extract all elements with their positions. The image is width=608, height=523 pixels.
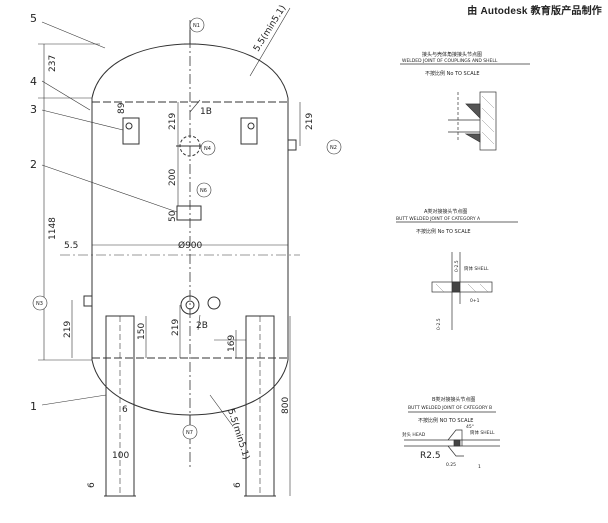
detail2-title-en: BUTT WELDED JOINT OF CATEGORY A	[396, 216, 481, 222]
detail1-title-cn: 接头与壳体角接接头节点图	[422, 51, 482, 58]
dim-6-mid: 6	[122, 405, 128, 415]
lifting-lug-right	[240, 117, 258, 145]
callout-n1: N1	[193, 23, 200, 29]
callout-n4: N4	[204, 146, 211, 152]
detail2-shell-label: 筒体 SHELL	[464, 265, 489, 272]
dim-50: 50	[168, 210, 178, 222]
dim-6-bottom-right: 6	[233, 482, 243, 488]
detail1-title-en: WELDED JOINT OF COUPLINGS AND SHELL	[402, 58, 498, 64]
dim-237: 237	[48, 55, 58, 72]
detail2-scale: 不按比例 No TO SCALE	[416, 228, 471, 235]
dim-diameter: Ø900	[178, 240, 203, 251]
internal-block	[176, 205, 202, 221]
nozzle-n3-stub	[83, 295, 93, 307]
detail3-angle: 45°	[466, 424, 474, 430]
part-number-5: 5	[30, 12, 37, 25]
detail3-scale: 不按比例 NO TO SCALE	[418, 417, 473, 424]
lifting-lug-left	[122, 117, 140, 145]
detail2-gap-side: 0+1	[470, 298, 480, 304]
dim-219-left: 219	[63, 321, 73, 338]
part-number-3: 3	[30, 103, 37, 116]
dim-top-wall: 5.5(min5.1)	[252, 4, 288, 54]
detail3-label-right: 筒体 SHELL	[470, 429, 495, 436]
detail1-scale: 不按比例 No TO SCALE	[425, 70, 480, 77]
part-number-2: 2	[30, 158, 37, 171]
dim-150: 150	[137, 323, 147, 340]
part-number-1: 1	[30, 400, 37, 413]
dim-bottom-wall: 5.5(min5.1)	[225, 408, 251, 461]
dim-800: 800	[281, 397, 291, 414]
dim-100: 100	[112, 451, 129, 461]
dim-89: 89	[117, 102, 127, 114]
detail2-gap-left: 0-2.5	[436, 318, 442, 330]
detail2-gap-top: 0-2.5	[454, 260, 460, 272]
dim-1148: 1148	[48, 217, 58, 240]
dim-shell-wall: 5.5	[64, 241, 78, 251]
callout-n7: N7	[186, 430, 193, 436]
detail-3: B类对接接头节点图 BUTT WELDED JOINT OF CATEGORY …	[402, 396, 500, 470]
callout-n3: N3	[36, 301, 43, 307]
dim-219-top-mid: 219	[168, 113, 178, 130]
detail-1: 接头与壳体角接接头节点图 WELDED JOINT OF COUPLINGS A…	[400, 51, 530, 151]
nozzle-bottom-body	[180, 295, 200, 315]
detail2-title-cn: A类对接接头节点图	[424, 208, 467, 215]
dim-169: 169	[227, 335, 237, 352]
detail-2: A类对接接头节点图 BUTT WELDED JOINT OF CATEGORY …	[396, 208, 518, 330]
callout-2b: 2B	[196, 321, 208, 331]
detail3-title-en: BUTT WELDED JOINT OF CATEGORY B	[408, 405, 492, 411]
nozzle-n2-stub	[287, 139, 297, 151]
detail3-radius: R2.5	[420, 451, 441, 461]
detail3-d025: 0.25	[446, 462, 456, 468]
dim-200: 200	[168, 169, 178, 186]
detail3-title-cn: B类对接接头节点图	[432, 396, 475, 403]
callout-n6: N6	[200, 188, 207, 194]
part-number-4: 4	[30, 75, 37, 88]
dim-219-center: 219	[171, 319, 181, 336]
detail3-label-left: 封头 HEAD	[402, 431, 426, 438]
watermark-text: 由 Autodesk 教育版产品制作	[467, 6, 602, 17]
detail3-d1: 1	[478, 464, 481, 470]
callout-n2: N2	[330, 145, 337, 151]
callout-1b: 1B	[200, 107, 212, 117]
dim-6-bottom-left: 6	[87, 482, 97, 488]
dim-219-top-right: 219	[305, 113, 315, 130]
